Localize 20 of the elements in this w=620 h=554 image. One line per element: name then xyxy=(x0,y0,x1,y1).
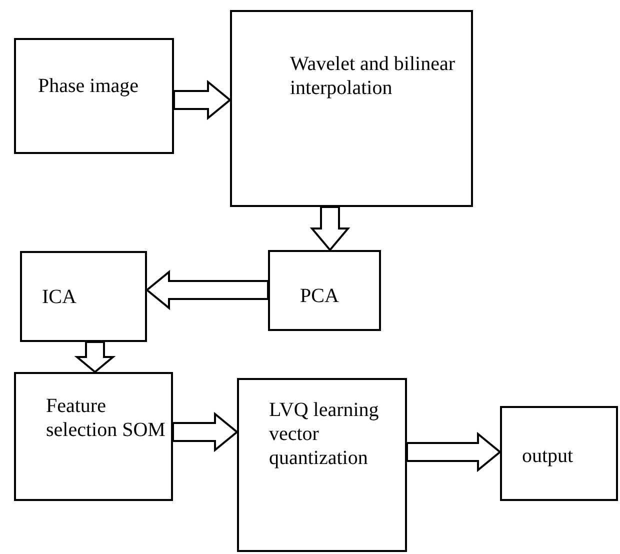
process-box xyxy=(268,250,381,331)
box-label: output xyxy=(522,444,574,468)
block-arrow xyxy=(145,270,269,310)
process-box xyxy=(500,406,618,501)
process-box xyxy=(237,378,407,552)
block-arrow xyxy=(406,432,502,472)
process-box xyxy=(20,251,147,342)
process-box xyxy=(230,10,473,207)
box-label: LVQ learning vector quantization xyxy=(269,398,380,470)
block-arrow xyxy=(74,341,116,374)
box-label: Feature selection SOM xyxy=(46,394,166,442)
box-label: Phase image xyxy=(38,74,140,98)
box-label: PCA xyxy=(300,284,340,308)
box-label: ICA xyxy=(42,285,78,309)
box-label: Wavelet and bilinear interpolation xyxy=(290,52,456,100)
block-arrow xyxy=(310,206,350,252)
block-arrow xyxy=(172,412,239,452)
process-box xyxy=(14,38,174,154)
block-arrow xyxy=(173,80,232,120)
process-box xyxy=(14,372,173,501)
